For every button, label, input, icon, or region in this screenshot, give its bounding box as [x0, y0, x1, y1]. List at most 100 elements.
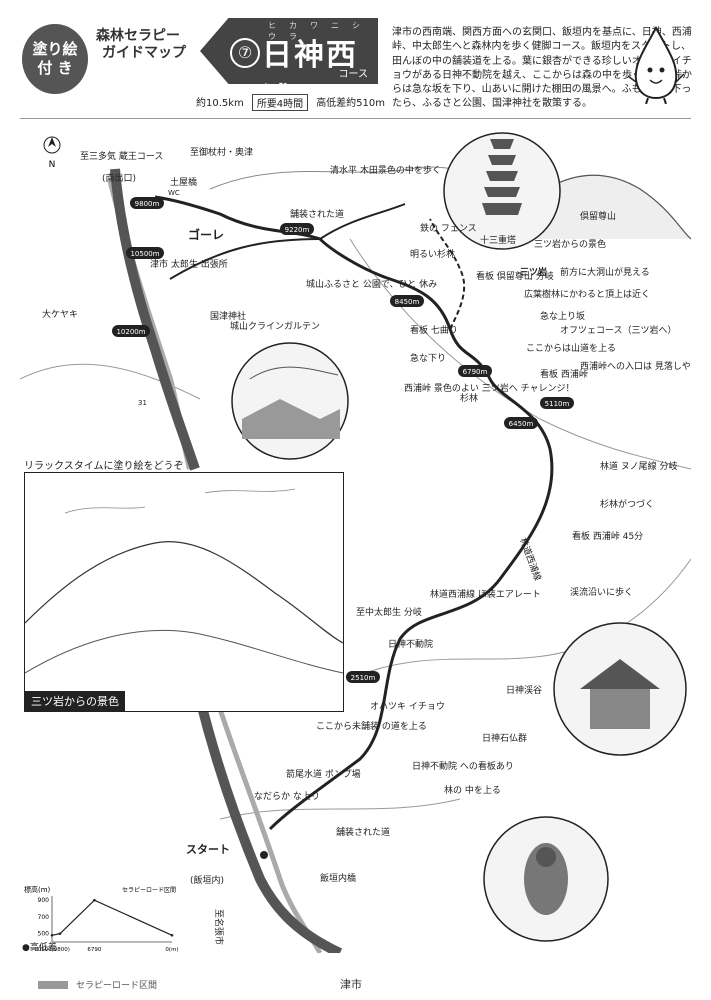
course-title: 日神西浦: [262, 38, 358, 117]
label-wc: WC: [168, 189, 180, 197]
temple-illustration: [553, 622, 687, 756]
svg-text:10200m: 10200m: [116, 328, 145, 336]
label-along-stream: 渓流沿いに歩く: [570, 586, 633, 598]
elev-x-tick: 6790: [87, 947, 101, 953]
svg-text:8450m: 8450m: [395, 298, 420, 306]
elev-y-tick: 900: [38, 897, 50, 904]
footer-city: 津市: [340, 978, 362, 991]
shimizu-route: [319, 203, 406, 240]
distance-markers: 9800m 10500m 10200m 9220m 8450m 6790m 64…: [112, 197, 574, 683]
label-doyahashi: 土屋橋: [170, 176, 197, 188]
main-road: [110, 168, 200, 471]
elev-axis: [51, 896, 172, 943]
course-label: コース: [338, 69, 369, 80]
label-road-31: 31: [138, 399, 147, 407]
series-title: 森林セラピー ガイドマップ: [96, 28, 186, 62]
label-paved-road: 舗装された道: [336, 826, 390, 838]
course-route: [154, 195, 554, 831]
coloring-area: 三ツ岩からの景色: [24, 472, 344, 712]
mitsuiwa-branch: [429, 218, 466, 330]
start-marker: [260, 851, 268, 859]
label-kuranami: 倶留尊山: [580, 210, 616, 222]
duration: 所要4時間: [251, 94, 309, 111]
label-okeyaki: 大ケヤキ: [42, 308, 78, 320]
elev-x-tick: 0(m): [165, 947, 178, 953]
label-mitsuiwa: 三ツ岩: [520, 266, 547, 278]
svg-text:10500m: 10500m: [130, 250, 159, 258]
label-hikami-fudo: 日神不動院: [388, 638, 433, 650]
course-tag: ヒカワニシウラ ⑦ 日神西浦 コース: [200, 18, 378, 84]
label-start: スタート: [186, 843, 230, 856]
coloring-sketch: [24, 488, 344, 674]
svg-text:9800m: 9800m: [135, 200, 160, 208]
course-number: ⑦: [230, 38, 260, 68]
label-steep-down: 急な下り: [410, 352, 446, 364]
compass-icon: N: [43, 136, 61, 170]
series-line2: ガイドマップ: [102, 45, 186, 61]
label-hikami-valley: 日神渓谷: [506, 684, 542, 696]
elev-y-tick: 500: [38, 931, 50, 938]
therapy-road-swatch: [38, 980, 68, 989]
coloring-caption: 三ツ岩からの景色: [25, 691, 125, 711]
svg-text:5110m: 5110m: [545, 400, 570, 408]
river-south: [217, 708, 323, 955]
label-nishiura-pass: 看板 西浦峠: [540, 368, 588, 380]
ridge-line-3: [19, 363, 201, 400]
svg-text:2510m: 2510m: [351, 674, 376, 682]
label-iron-fence: 鉄の フェンス: [420, 222, 477, 234]
coloring-hint: リラックスタイムに塗り絵をどうぞ: [24, 461, 184, 472]
course-stats: 約10.5km 所要4時間 高低差約510m: [196, 94, 385, 111]
label-kunitsu: 国津神社: [210, 310, 246, 322]
course-intro: 津市の西南端、関西方面への玄関口、飯垣内を基点に、日神、西浦峠、中太郎生へと森林…: [392, 27, 692, 110]
label-kanban-kurusu: 看板 倶留尊山 分岐: [476, 270, 554, 282]
elev-legend-top: セラピーロード区間: [122, 887, 176, 894]
label-minamide: (南出口): [102, 172, 136, 184]
label-igakaito-bridge: 飯垣内橋: [320, 872, 356, 884]
label-paved: 舗装された道: [290, 208, 344, 220]
label-steep: 急な上り坂: [540, 310, 585, 322]
elev-legend-bottom: ●高低差: [22, 943, 57, 953]
label-mitake: 至三多気 蔵王コース: [80, 150, 163, 162]
paved-route: [169, 238, 321, 280]
label-mitsuiwa-scene: 三ツ岩からの景色: [534, 238, 606, 250]
label-paved-rindo: 林道西浦線 ほ装エアレート: [430, 588, 541, 600]
mascot-icon: [628, 25, 684, 104]
label-nishiura-caution: 西浦峠への入口は 見落しやすいので注意！ ここからは狭い峠道。: [580, 360, 691, 372]
label-sugi-continue: 杉林がつづく: [600, 498, 654, 510]
label-to-bottom: 至名張市: [213, 909, 225, 945]
label-nakataro: 至中太郎生 分岐: [356, 606, 422, 618]
footer-legend: セラピーロード区間: [38, 978, 157, 991]
label-shirosan-park: 城山ふるさと 公園で、ひと 休み: [306, 278, 437, 290]
label-paved-start: ここから未舗装 の道を上る: [316, 720, 427, 732]
label-to-top: 至御杖村・奥津: [190, 146, 253, 158]
label-ofutsue: オフツェコース（三ツ岩へ）: [560, 324, 677, 336]
svg-text:9220m: 9220m: [285, 226, 310, 234]
elevation-line: [51, 899, 173, 936]
label-rindo-bunki: 林道 ヌノ尾線 分岐: [600, 460, 678, 472]
label-nishiura-view: 西浦峠 景色のよい 三ツ岩へ チャレンジ！: [404, 382, 575, 394]
label-hikami-stone: 日神石仏群: [482, 732, 527, 744]
main-road-south: [195, 697, 343, 958]
label-shimizudaira: 清水平 木田景色の中を歩く: [330, 164, 441, 176]
label-mitsuiwa-note: 前方に大洞山が見える: [560, 266, 650, 278]
label-branch-office: 津市 太郎生 出張所: [150, 258, 228, 270]
badge-line2: 付 き: [37, 59, 73, 77]
elev-y-tick: 700: [38, 914, 50, 921]
label-bright-forest: 明るい杉林: [410, 248, 455, 260]
label-igakaito: (飯垣内): [190, 874, 224, 886]
label-tenjuuni-tower: 十三重塔: [480, 234, 516, 246]
label-kanban-hikami: 日神不動院 への看板あり: [412, 760, 514, 772]
label-kanban-45: 看板 西浦峠 45分: [572, 530, 643, 542]
elev-axis-title: 標高(m): [24, 885, 51, 894]
series-line1: 森林セラピー: [96, 28, 180, 44]
label-nanamagari: 看板 七曲り: [410, 324, 458, 336]
label-shirosan-garden: 城山クラインガルテン: [230, 321, 320, 332]
elevation-diff: 高低差約510m: [316, 98, 386, 109]
label-golf: ゴーレ: [188, 227, 224, 242]
ridge-line-5: [219, 798, 461, 820]
distance: 約10.5km: [196, 98, 244, 109]
svg-text:6790m: 6790m: [463, 368, 488, 376]
label-cut-water: 箭尾水道 ポンプ場: [286, 768, 361, 780]
label-rindo-nishiura: 林道西浦線: [517, 536, 544, 582]
